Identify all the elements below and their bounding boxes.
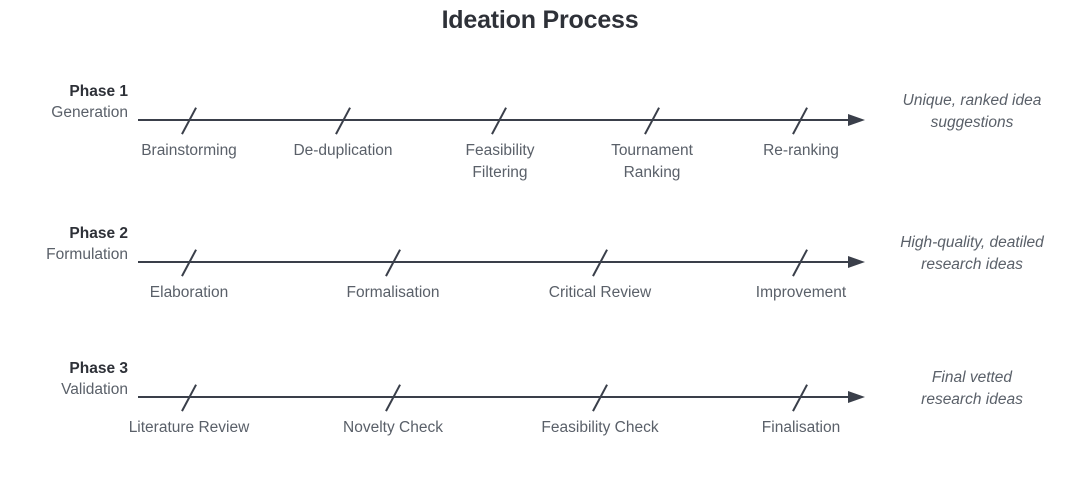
phase-axis-1: [138, 107, 865, 135]
phase-subtitle-1: Generation: [51, 104, 128, 121]
phase-name-3: Phase 3: [69, 360, 128, 377]
step-label-2-3: Critical Review: [515, 282, 685, 304]
step-label-line1: Critical Review: [548, 284, 652, 301]
outcome-line2: suggestions: [930, 114, 1014, 131]
step-label-line1: Novelty Check: [343, 419, 443, 436]
step-label-3-4: Finalisation: [716, 417, 886, 439]
step-label-3-3: Feasibility Check: [515, 417, 685, 439]
axis-line-3: [138, 396, 850, 399]
step-label-1-4: Tournament Ranking: [567, 140, 737, 184]
phase-name-1: Phase 1: [69, 83, 128, 100]
page-title: Ideation Process: [441, 6, 639, 34]
step-label-1-5: Re-ranking: [716, 140, 886, 162]
axis-line-1: [138, 119, 850, 122]
step-label-line2: Ranking: [623, 164, 681, 181]
step-label-line1: Feasibility Check: [541, 419, 659, 436]
step-label-line1: Finalisation: [761, 419, 841, 436]
phase-axis-3: [138, 384, 865, 412]
ideation-process-diagram: Ideation Process Phase 1 Generation Brai…: [0, 6, 1080, 436]
phase-label-2: Phase 2 Formulation: [0, 224, 128, 265]
step-label-line1: Literature Review: [128, 419, 250, 436]
step-label-3-2: Novelty Check: [308, 417, 478, 439]
phase-name-2: Phase 2: [69, 225, 128, 242]
outcome-line2: research ideas: [921, 391, 1023, 408]
step-label-line2: Filtering: [472, 164, 528, 181]
phase-label-3: Phase 3 Validation: [0, 359, 128, 400]
arrow-head-icon-3: [848, 390, 865, 403]
phase-row-1: Phase 1 Generation Brainstorming De-dupl…: [0, 82, 1080, 202]
step-label-line1: Tournament: [611, 142, 693, 159]
outcome-line2: research ideas: [921, 256, 1023, 273]
step-label-line1: Brainstorming: [141, 142, 237, 159]
step-label-1-3: Feasibility Filtering: [415, 140, 585, 184]
phase-outcome-3: Final vetted research ideas: [872, 367, 1072, 411]
phase-outcome-2: High-quality, deatiled research ideas: [872, 232, 1072, 276]
phase-subtitle-2: Formulation: [46, 246, 128, 263]
phase-outcome-1: Unique, ranked idea suggestions: [872, 90, 1072, 134]
phase-label-1: Phase 1 Generation: [0, 82, 128, 123]
phase-row-2: Phase 2 Formulation Elaboration Formalis…: [0, 224, 1080, 344]
outcome-line1: High-quality, deatiled: [900, 234, 1044, 251]
step-label-2-2: Formalisation: [308, 282, 478, 304]
step-label-2-1: Elaboration: [104, 282, 274, 304]
axis-line-2: [138, 261, 850, 264]
step-label-line1: Re-ranking: [763, 142, 839, 159]
phase-axis-2: [138, 249, 865, 277]
outcome-line1: Final vetted: [931, 369, 1013, 386]
phase-row-3: Phase 3 Validation Literature Review Nov…: [0, 359, 1080, 479]
step-label-line1: Improvement: [755, 284, 847, 301]
step-label-1-1: Brainstorming: [104, 140, 274, 162]
step-label-line1: Formalisation: [346, 284, 440, 301]
step-label-line1: Feasibility: [465, 142, 535, 159]
phase-subtitle-3: Validation: [61, 381, 128, 398]
arrow-head-icon-2: [848, 255, 865, 268]
outcome-line1: Unique, ranked idea: [902, 92, 1042, 109]
step-label-line1: Elaboration: [149, 284, 229, 301]
step-label-1-2: De-duplication: [258, 140, 428, 162]
step-label-3-1: Literature Review: [104, 417, 274, 439]
step-label-line1: De-duplication: [293, 142, 393, 159]
arrow-head-icon-1: [848, 113, 865, 126]
step-label-2-4: Improvement: [716, 282, 886, 304]
